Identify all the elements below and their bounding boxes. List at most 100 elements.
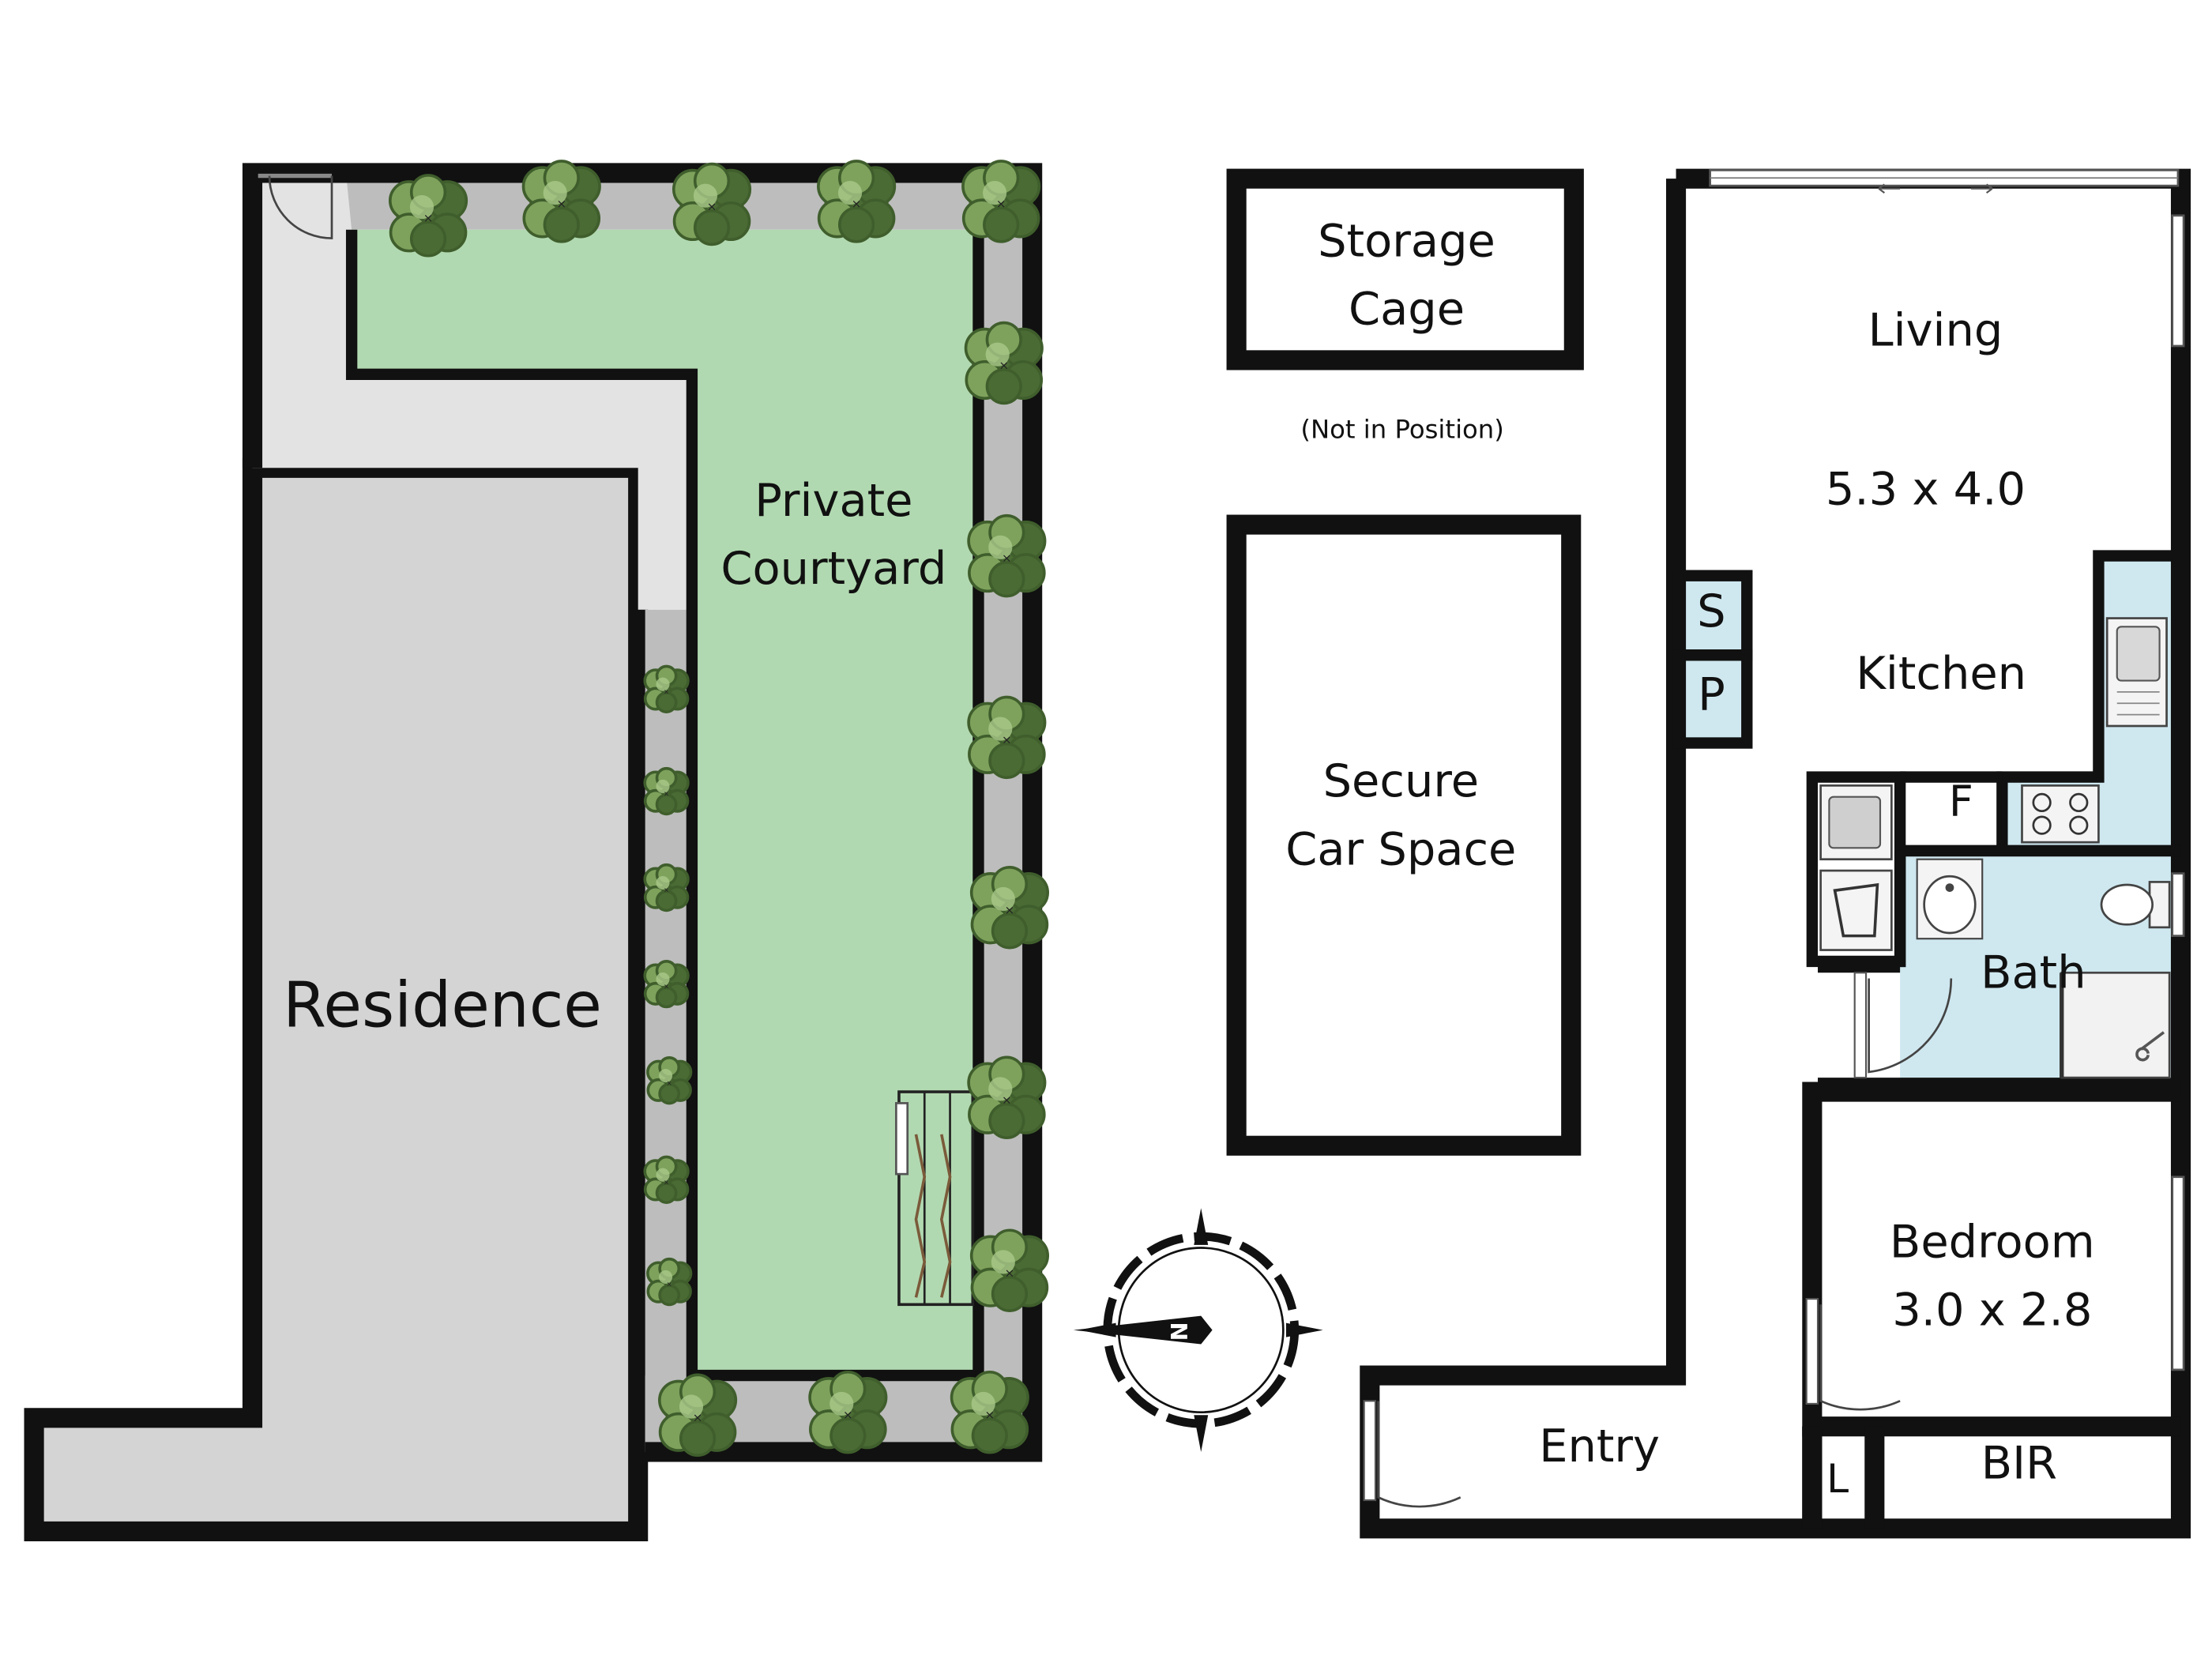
tree-icon: ×	[643, 766, 690, 816]
svg-text:×: ×	[667, 1281, 672, 1289]
svg-text:×: ×	[843, 1408, 853, 1422]
svg-text:×: ×	[996, 197, 1006, 211]
door-swing-icon	[1853, 972, 1953, 1079]
svg-text:×: ×	[667, 1080, 672, 1088]
residence-area	[34, 468, 638, 1532]
courtyard-label-line1: Private	[754, 474, 912, 527]
basin-icon	[1916, 858, 1984, 940]
laundry	[1806, 771, 1906, 968]
car-space-outline	[1226, 514, 1582, 1156]
tree-icon: ×	[388, 174, 468, 258]
courtyard-label-line2: Courtyard	[720, 542, 946, 595]
storage-cage-label-line1: Storage	[1318, 214, 1495, 267]
bedroom-door-icon	[1805, 1298, 1901, 1411]
tree-icon: ×	[808, 1370, 888, 1454]
svg-text:×: ×	[1002, 551, 1012, 566]
washing-machine-icon	[1819, 869, 1893, 951]
tree-icon: ×	[646, 1056, 693, 1105]
svg-text:×: ×	[852, 197, 862, 211]
tree-icon: ×	[817, 160, 897, 243]
svg-text:×: ×	[664, 1179, 669, 1187]
p-cupboard	[1672, 649, 1753, 749]
courtyard-lawn	[352, 229, 979, 1376]
private-courtyard: Private Courtyard	[242, 163, 1043, 1462]
svg-text:×: ×	[664, 688, 669, 696]
bath-label: Bath	[1981, 946, 2086, 999]
compass-icon: N	[1073, 1208, 1323, 1452]
fridge-label: F	[1949, 776, 1973, 826]
storage-cage: Storage Cage	[1226, 168, 1584, 371]
secure-car-space: Secure Car Space	[1226, 514, 1582, 1156]
bir-label: BIR	[1981, 1437, 2057, 1490]
tree-icon: ×	[969, 1228, 1050, 1312]
tree-icon: ×	[643, 959, 690, 1009]
residence-block: Residence	[24, 457, 649, 1542]
gate-door-icon	[258, 173, 333, 239]
living-label: Living	[1868, 303, 2003, 356]
toilet-icon	[2100, 881, 2171, 929]
not-in-position-note: (Not in Position)	[1300, 415, 1504, 445]
entry-label: Entry	[1539, 1420, 1660, 1473]
entry-door-icon	[1363, 1400, 1462, 1508]
cooktop-icon	[2021, 784, 2100, 844]
residence-label: Residence	[283, 969, 602, 1041]
linen-label: L	[1826, 1455, 1849, 1502]
tree-icon: ×	[658, 1373, 738, 1458]
storage-cage-label-line2: Cage	[1349, 282, 1465, 335]
bedroom-label: Bedroom	[1890, 1216, 2095, 1269]
sink-icon	[2105, 617, 2168, 728]
car-space-label-line1: Secure	[1323, 754, 1479, 807]
svg-text:×: ×	[985, 1408, 995, 1422]
tree-icon: ×	[967, 514, 1047, 598]
svg-text:×: ×	[707, 200, 717, 214]
apartment: F	[1360, 168, 2191, 1539]
tree-icon: ×	[646, 1257, 693, 1307]
svg-text:×: ×	[1005, 1266, 1015, 1280]
tree-icon: ×	[967, 1055, 1047, 1139]
svg-text:×: ×	[664, 791, 669, 799]
svg-text:×: ×	[664, 984, 669, 991]
compass-north-label: N	[1166, 1322, 1193, 1341]
tree-icon: ×	[969, 865, 1050, 950]
tree-icon: ×	[643, 664, 690, 713]
shower-icon	[2060, 971, 2171, 1079]
linen-bir-walls-2	[1802, 1426, 1885, 1529]
tree-icon: ×	[950, 1370, 1029, 1454]
kitchen-label: Kitchen	[1856, 647, 2026, 700]
courtyard-lawn-edge	[345, 229, 984, 1382]
tree-icon: ×	[643, 1155, 690, 1204]
bedroom-walls	[1802, 1082, 2181, 1437]
side-window-1	[2171, 214, 2185, 348]
svg-text:×: ×	[556, 197, 566, 211]
apartment-outer-walls	[1360, 168, 2191, 1539]
p-cupboard-label: P	[1698, 668, 1725, 721]
side-path-area	[252, 172, 692, 610]
svg-text:×: ×	[423, 211, 434, 225]
svg-text:×: ×	[693, 1410, 703, 1424]
car-space-label-line2: Car Space	[1285, 822, 1516, 875]
living-dims: 5.3 x 4.0	[1826, 462, 2026, 515]
tree-icon: ×	[672, 162, 752, 246]
svg-text:×: ×	[1002, 732, 1012, 747]
svg-text:×: ×	[999, 359, 1009, 373]
side-path	[252, 172, 692, 1446]
svg-text:×: ×	[664, 887, 669, 895]
laundry-trough-icon	[1819, 784, 1893, 861]
tree-icon: ×	[643, 863, 690, 912]
bedroom-dims: 3.0 x 2.8	[1892, 1284, 2092, 1337]
window-icon	[1709, 169, 2180, 194]
svg-text:×: ×	[1002, 1093, 1012, 1107]
tree-icon: ×	[964, 321, 1044, 405]
svg-text:×: ×	[1005, 903, 1015, 917]
kitchen-bench-walls	[1996, 550, 2172, 851]
side-window-3	[2171, 1176, 2185, 1371]
storage-cage-outline	[1226, 168, 1584, 371]
tree-icon: ×	[967, 695, 1047, 780]
tree-icon: ×	[521, 160, 601, 243]
tree-icon: ×	[961, 160, 1041, 243]
bike-rack-icon	[895, 1090, 975, 1307]
garden-bed-strip	[645, 609, 692, 1446]
bathroom-walls-2	[1818, 845, 2181, 1089]
s-cupboard-label: S	[1697, 585, 1725, 638]
